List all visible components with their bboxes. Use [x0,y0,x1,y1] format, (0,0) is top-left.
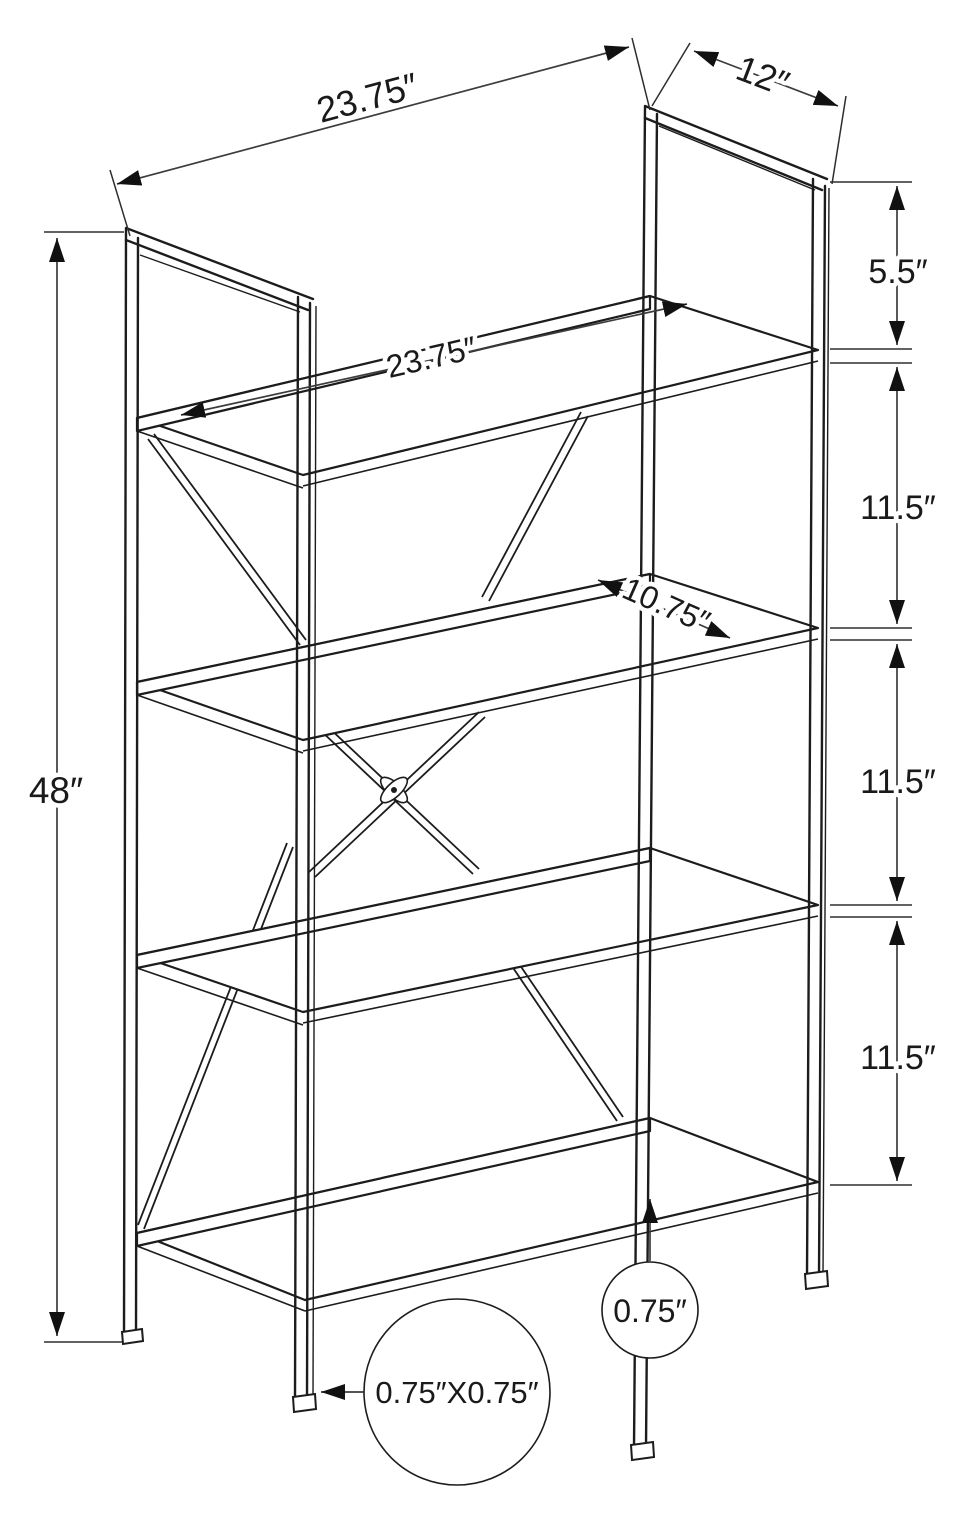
dim-top-width-label: 23.75″ [312,64,422,130]
right-frame-top-rail-bottom [643,116,824,192]
shelf-3-back-rail [302,915,819,1024]
dim-height: 48″ [24,231,124,1343]
dim-top-width-line [116,45,630,186]
dim-gap2-label: 11.5″ [860,763,936,801]
front-right-foot [629,1440,656,1462]
back-right-leg [805,177,815,1278]
brace-clamp-bolt [391,787,397,793]
front-left-foot [120,1327,145,1346]
back-brace-section3-edge [502,952,618,1122]
callout-tube-circle [363,1298,551,1486]
side-brace-section1-edge [153,433,307,641]
dim-depth-ext-left [651,42,691,107]
back-brace-section3 [508,948,624,1118]
back-left-leg-inner [305,301,312,1401]
dim-top-gap-label: 5.5″ [868,253,927,291]
left-side-frame [120,226,318,1414]
back-brace-section1-edge [481,411,582,598]
dim-depth-ext-right [831,95,847,185]
shelf-2-side-rail [136,694,304,754]
dim-top-width-ext-right [631,37,651,111]
dim-height-label: 48″ [29,770,83,811]
back-left-leg [293,295,300,1401]
shelf-1 [135,294,820,489]
back-left-leg-corner [312,305,317,1400]
left-frame-top-rail-bottom [124,238,310,312]
dim-right-chain: 5.5″ 11.5″ 11.5″ 11.5″ [830,181,940,1186]
dim-shelf-width-line [180,301,688,418]
front-left-leg-inner [134,236,140,1336]
back-right-leg-inner [817,184,827,1278]
shelf-3 [135,846,820,1026]
back-right-foot [803,1269,830,1291]
front-left-leg [122,227,128,1336]
dim-depth-label: 12″ [731,47,795,104]
shelf-2-back-rail [302,638,819,752]
right-frame-top-rail [643,104,829,181]
dim-gap1-label: 11.5″ [860,489,936,527]
shelf-2 [135,572,820,754]
shelf-3-side-rail [136,967,304,1026]
side-brace-section3 [143,846,294,1230]
shelf-1-back-rail [302,360,819,487]
side-brace-section1 [147,438,301,646]
shelf-2-top [135,572,820,742]
dim-top-width: 23.75″ [109,37,651,237]
shelf-4-back-rail [304,1192,819,1312]
cross-braces [137,411,624,1230]
back-right-leg-corner [822,187,830,1277]
callout-tube-size: 0.75″X0.75″ [321,1298,551,1486]
back-left-foot [291,1392,318,1414]
callout-thickness-label: 0.75″ [613,1293,687,1329]
dim-shelf-depth-line [597,579,731,639]
dim-gap3-label: 11.5″ [860,1039,936,1077]
shelf-1-side-rail [136,430,304,489]
shelf-4-side-rail [136,1245,306,1312]
shelf-4 [135,1116,820,1312]
dim-top-width-ext-left [109,169,131,237]
left-frame-top-rail [124,226,315,301]
side-brace-section3-edge [137,842,288,1226]
right-frame-top-rail-inner [658,125,816,191]
dim-depth-line [693,50,839,107]
callout-tube-label: 0.75″X0.75″ [375,1375,538,1410]
callout-shelf-thickness: 0.75″ [601,1199,699,1359]
back-brace-section1 [488,415,589,602]
callout-thickness-circle [601,1261,699,1359]
